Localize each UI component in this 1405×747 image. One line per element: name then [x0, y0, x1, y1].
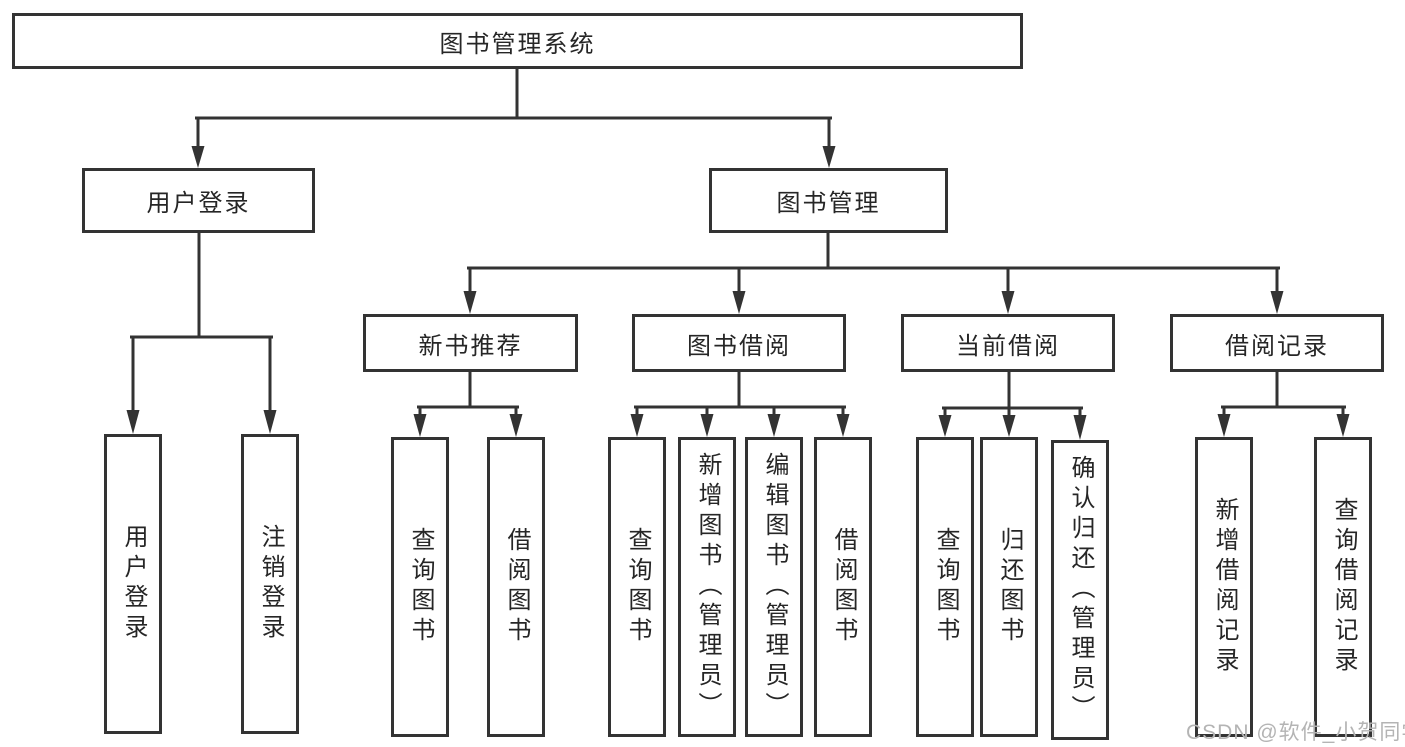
node-book-mgmt: 图书管理	[709, 168, 948, 233]
leaf-br-query-record-label: 查询借阅记录	[1330, 497, 1357, 677]
connector-book-borrow-branch	[630, 370, 850, 437]
node-root-system-label: 图书管理系统	[439, 30, 596, 58]
node-current-borrow-label: 当前借阅	[956, 332, 1060, 360]
node-user-login: 用户登录	[82, 168, 315, 233]
connector-root-to-level2	[191, 67, 836, 168]
leaf-bb-query-book: 查询图书	[608, 437, 666, 737]
node-user-login-label: 用户登录	[146, 190, 251, 217]
leaf-bb-add-book-admin: 新增图书（管理员）	[678, 437, 736, 737]
leaf-br-add-record-label: 新增借阅记录	[1211, 497, 1238, 677]
leaf-br-add-record: 新增借阅记录	[1195, 437, 1253, 737]
leaf-rec-borrow-book-label: 借阅图书	[503, 527, 530, 647]
node-current-borrow: 当前借阅	[901, 314, 1115, 372]
leaf-rec-query-book-label: 查询图书	[407, 527, 434, 647]
node-book-borrow-label: 图书借阅	[687, 332, 791, 360]
leaf-user-login: 用户登录	[104, 434, 162, 734]
node-book-borrow: 图书借阅	[632, 314, 846, 372]
leaf-cb-confirm-return-admin: 确认归还（管理员）	[1051, 440, 1109, 740]
watermark-text: CSDN @软件_小贺同学	[1186, 721, 1405, 744]
leaf-bb-edit-book-admin: 编辑图书（管理员）	[745, 437, 803, 737]
leaf-cb-return-book: 归还图书	[980, 437, 1038, 737]
node-borrow-records: 借阅记录	[1170, 314, 1384, 372]
connector-borrow-records-branch	[1217, 370, 1350, 437]
connector-book-mgmt-to-level3	[463, 231, 1284, 314]
leaf-cb-query-book-label: 查询图书	[932, 527, 959, 647]
node-book-mgmt-label: 图书管理	[776, 190, 881, 217]
node-borrow-records-label: 借阅记录	[1225, 332, 1329, 360]
leaf-cb-return-book-label: 归还图书	[996, 527, 1023, 647]
leaf-bb-edit-book-admin-label: 编辑图书（管理员）	[761, 452, 788, 722]
leaf-logout-label: 注销登录	[257, 524, 284, 644]
leaf-br-query-record: 查询借阅记录	[1314, 437, 1372, 737]
leaf-rec-borrow-book: 借阅图书	[487, 437, 545, 737]
leaf-bb-query-book-label: 查询图书	[624, 527, 651, 647]
connector-user-login-branch	[126, 231, 277, 434]
leaf-rec-query-book: 查询图书	[391, 437, 449, 737]
node-root-system: 图书管理系统	[12, 13, 1023, 69]
leaf-cb-query-book: 查询图书	[916, 437, 974, 737]
leaf-logout: 注销登录	[241, 434, 299, 734]
leaf-user-login-label: 用户登录	[120, 524, 147, 644]
leaf-bb-borrow-book-label: 借阅图书	[830, 527, 857, 647]
connector-current-borrow-branch	[938, 370, 1087, 440]
leaf-bb-add-book-admin-label: 新增图书（管理员）	[694, 452, 721, 722]
leaf-cb-confirm-return-admin-label: 确认归还（管理员）	[1067, 455, 1094, 725]
connector-new-book-rec-branch	[413, 370, 523, 437]
node-new-book-rec-label: 新书推荐	[418, 332, 523, 360]
leaf-bb-borrow-book: 借阅图书	[814, 437, 872, 737]
node-new-book-rec: 新书推荐	[363, 314, 578, 372]
